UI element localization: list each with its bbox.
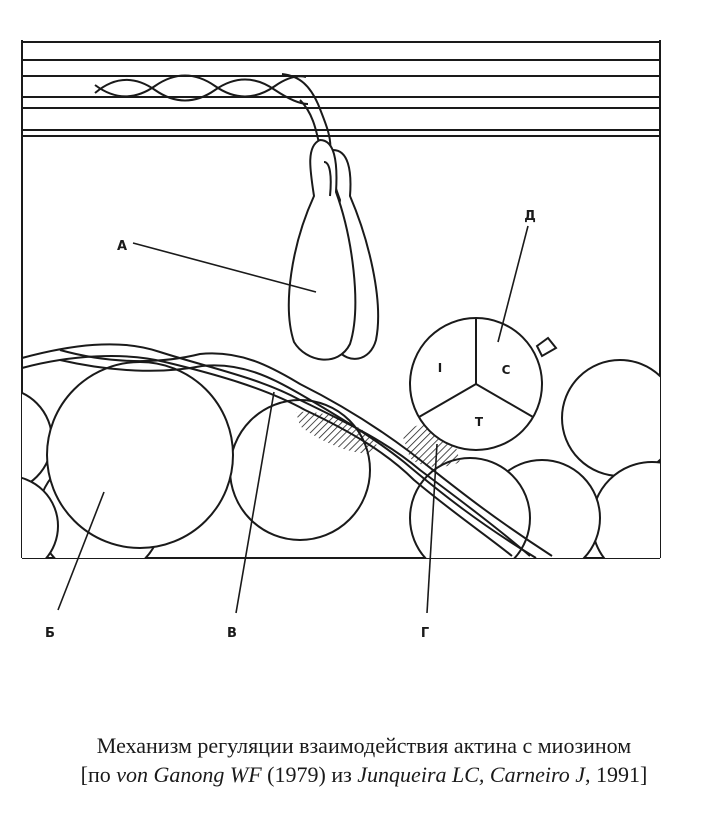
troponin-complex	[409, 317, 558, 451]
myosin-head	[287, 138, 380, 361]
caption-year-2: , 1991]	[585, 762, 648, 787]
caption-prefix: [по	[80, 762, 117, 787]
troponin-t-label: T	[475, 415, 484, 429]
caption-author-1: von Ganong WF	[116, 762, 262, 787]
label-a: А	[117, 239, 127, 254]
caption-author-2: Junqueira LC, Carneiro J	[357, 762, 586, 787]
label-g: Г	[421, 626, 429, 641]
label-b: Б	[45, 626, 55, 641]
tropomyosin-strand	[21, 343, 553, 559]
label-v: В	[227, 626, 237, 641]
actin-globules	[22, 359, 660, 558]
caption-year-1: (1979) из	[261, 762, 358, 787]
leader-lines	[57, 225, 529, 614]
caption-line-2: [по von Ganong WF (1979) из Junqueira LC…	[0, 762, 728, 788]
thick-filament-lines	[22, 41, 660, 137]
myosin-tail-strand	[94, 73, 332, 153]
label-d: Д	[524, 209, 536, 224]
troponin-c-label: C	[502, 363, 511, 377]
troponin-i-label: I	[438, 361, 442, 375]
caption-line-1: Механизм регуляции взаимодействия актина…	[96, 733, 632, 758]
